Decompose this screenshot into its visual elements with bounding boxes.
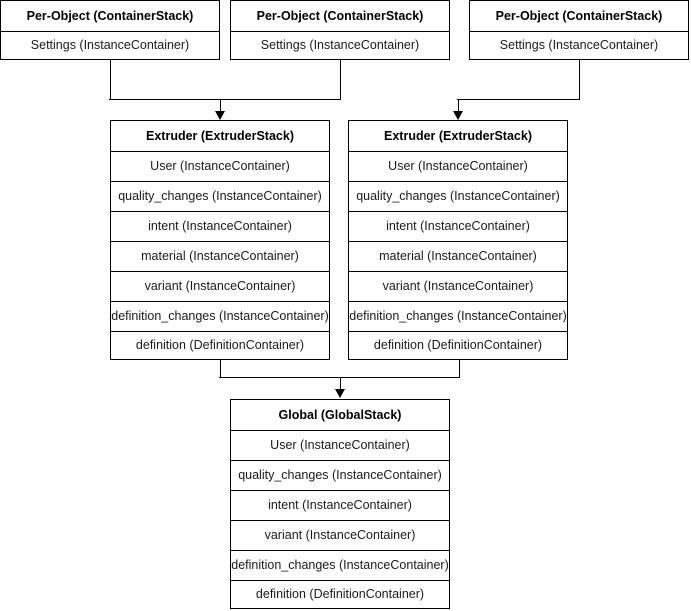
node-header: Extruder (ExtruderStack) <box>146 128 294 143</box>
node-row-material: material (InstanceContainer) <box>111 241 329 271</box>
node-per-object-3[interactable]: Per-Object (ContainerStack) Settings (In… <box>469 0 689 60</box>
node-row-quality-changes: quality_changes (InstanceContainer) <box>231 460 449 490</box>
node-row-settings: Settings (InstanceContainer) <box>1 31 219 59</box>
edge-merge-bar-extruder-2 <box>457 99 580 101</box>
arrowhead-global <box>335 389 345 398</box>
node-row-settings: Settings (InstanceContainer) <box>231 31 449 59</box>
arrowhead-extruder-2 <box>453 111 463 120</box>
edge-merge-bar-global <box>219 377 459 379</box>
node-row-definition: definition (DefinitionContainer) <box>111 331 329 359</box>
edge-per-object-3-stem <box>578 60 580 100</box>
node-row-quality-changes: quality_changes (InstanceContainer) <box>349 181 567 211</box>
edge-merge-bar-extruder-1 <box>109 99 340 101</box>
node-row-definition: definition (DefinitionContainer) <box>349 331 567 359</box>
node-extruder-1[interactable]: Extruder (ExtruderStack) User (InstanceC… <box>110 120 330 360</box>
node-row-definition-changes: definition_changes (InstanceContainer) <box>231 550 449 580</box>
node-header: Per-Object (ContainerStack) <box>26 8 194 23</box>
edge-extruder-1-stem <box>219 360 221 378</box>
node-extruder-2[interactable]: Extruder (ExtruderStack) User (InstanceC… <box>348 120 568 360</box>
edge-extruder-2-stem <box>458 360 460 378</box>
edge-drop-global <box>339 377 341 397</box>
node-global[interactable]: Global (GlobalStack) User (InstanceConta… <box>230 399 450 609</box>
edge-per-object-2-stem <box>339 60 341 100</box>
node-row-definition-changes: definition_changes (InstanceContainer) <box>111 301 329 331</box>
node-row-settings: Settings (InstanceContainer) <box>470 31 688 59</box>
edge-drop-extruder-1 <box>219 99 221 119</box>
edge-per-object-1-stem <box>109 60 111 100</box>
node-row-variant: variant (InstanceContainer) <box>111 271 329 301</box>
node-per-object-2[interactable]: Per-Object (ContainerStack) Settings (In… <box>230 0 450 60</box>
edge-drop-extruder-2 <box>457 99 459 119</box>
node-header: Global (GlobalStack) <box>278 407 402 422</box>
node-per-object-1[interactable]: Per-Object (ContainerStack) Settings (In… <box>0 0 220 60</box>
node-row-intent: intent (InstanceContainer) <box>349 211 567 241</box>
node-row-intent: intent (InstanceContainer) <box>231 490 449 520</box>
node-header: Per-Object (ContainerStack) <box>256 8 424 23</box>
node-row-user: User (InstanceContainer) <box>231 430 449 460</box>
node-row-user: User (InstanceContainer) <box>349 151 567 181</box>
arrowhead-extruder-1 <box>215 111 225 120</box>
node-row-variant: variant (InstanceContainer) <box>231 520 449 550</box>
node-row-variant: variant (InstanceContainer) <box>349 271 567 301</box>
node-row-user: User (InstanceContainer) <box>111 151 329 181</box>
node-row-definition: definition (DefinitionContainer) <box>231 580 449 608</box>
node-row-intent: intent (InstanceContainer) <box>111 211 329 241</box>
node-header: Per-Object (ContainerStack) <box>495 8 663 23</box>
node-row-definition-changes: definition_changes (InstanceContainer) <box>349 301 567 331</box>
node-row-material: material (InstanceContainer) <box>349 241 567 271</box>
node-header: Extruder (ExtruderStack) <box>384 128 532 143</box>
node-row-quality-changes: quality_changes (InstanceContainer) <box>111 181 329 211</box>
